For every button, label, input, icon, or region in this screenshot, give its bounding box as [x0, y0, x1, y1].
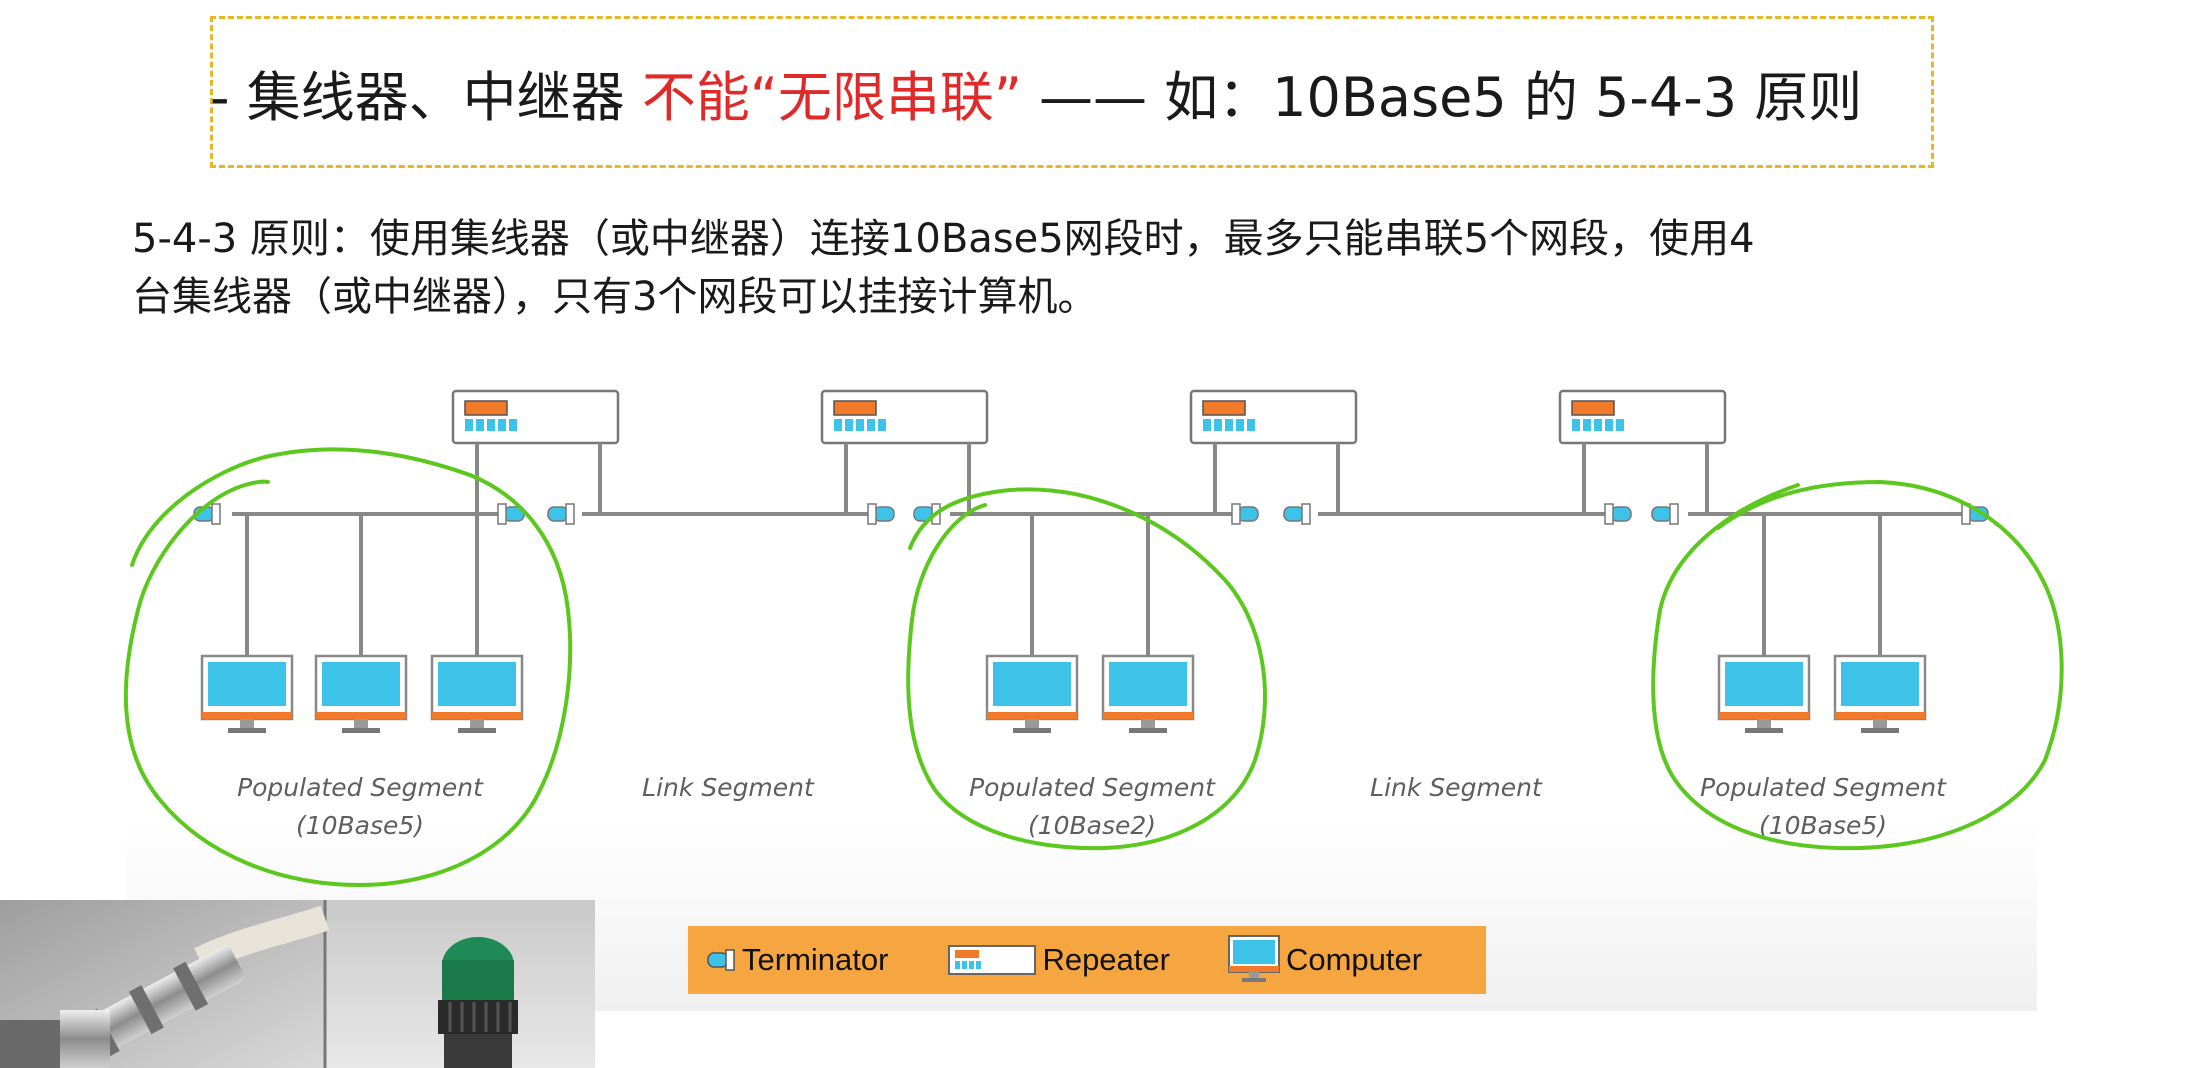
- computer-drops: [245, 514, 1882, 656]
- bnc-connector-image: [0, 900, 595, 1068]
- legend-repeater-label: Repeater: [1042, 942, 1170, 977]
- segment-5-type: (10Base5): [1759, 811, 1887, 840]
- segment-3-type: (10Base2): [1028, 811, 1156, 840]
- computer-icon: [985, 654, 1079, 735]
- computer-icon: [1833, 654, 1927, 735]
- legend-computer-label: Computer: [1285, 942, 1423, 977]
- computer-icon: [200, 654, 294, 735]
- rule-description: 5-4-3 原则：使用集线器（或中继器）连接10Base5网段时，最多只能串联5…: [132, 210, 2032, 326]
- title-frame: [210, 16, 1934, 168]
- legend-repeater: Repeater: [948, 942, 1170, 978]
- segment-4-name: Link Segment: [1370, 773, 1543, 802]
- title-part1: 集线器、中继器: [246, 66, 625, 129]
- segment-5-name: Populated Segment: [1700, 773, 1947, 802]
- terminator-icon: [1651, 503, 1679, 525]
- repeater-icon: [451, 389, 620, 445]
- legend-computer: Computer: [1227, 935, 1423, 985]
- connector-photo: [0, 900, 595, 1068]
- legend-terminator: Terminator: [706, 942, 888, 978]
- title-red-part: 不能“无限串联”: [641, 66, 1022, 129]
- computer-icon: [430, 654, 524, 735]
- repeater-icon: [948, 945, 1037, 975]
- computer-icon: [1101, 654, 1195, 735]
- segment-3-name: Populated Segment: [969, 773, 1216, 802]
- description-line-1: 5-4-3 原则：使用集线器（或中继器）连接10Base5网段时，最多只能串联5…: [132, 216, 1755, 262]
- annotation-circles: [123, 447, 2064, 888]
- annotation-circle-2: [906, 487, 1267, 851]
- terminator-icon: [1604, 503, 1632, 525]
- title-part2: 如：10Base5 的 5-4-3 原则: [1164, 66, 1863, 129]
- terminator-icon: [707, 949, 735, 971]
- repeater-icon: [1558, 389, 1727, 445]
- segment-2-name: Link Segment: [642, 773, 815, 802]
- computer-icon: [1227, 935, 1280, 982]
- computer-icon: [314, 654, 408, 735]
- segment-1-type: (10Base5): [296, 811, 424, 840]
- legend-terminator-label: Terminator: [742, 942, 889, 977]
- annotation-circle-3: [1651, 479, 2064, 851]
- computer-icon: [1717, 654, 1811, 735]
- title-dash: ——: [1038, 66, 1147, 129]
- diagram-legend: Terminator Repeater Computer: [688, 926, 1486, 994]
- terminator-icon: [1283, 503, 1311, 525]
- terminator-icon: [867, 503, 895, 525]
- repeater-icon: [820, 389, 989, 445]
- repeater-icon: [1189, 389, 1358, 445]
- slide-title: - 集线器、中继器 不能“无限串联” —— 如：10Base5 的 5-4-3 …: [210, 58, 1862, 138]
- title-bullet: -: [210, 66, 230, 129]
- repeater-connections: [475, 443, 1709, 514]
- annotation-circle-1: [123, 447, 573, 888]
- terminator-icon: [1231, 503, 1259, 525]
- terminator-icon: [547, 503, 575, 525]
- description-line-2: 台集线器（或中继器），只有3个网段可以挂接计算机。: [132, 274, 1098, 320]
- segment-1-name: Populated Segment: [237, 773, 484, 802]
